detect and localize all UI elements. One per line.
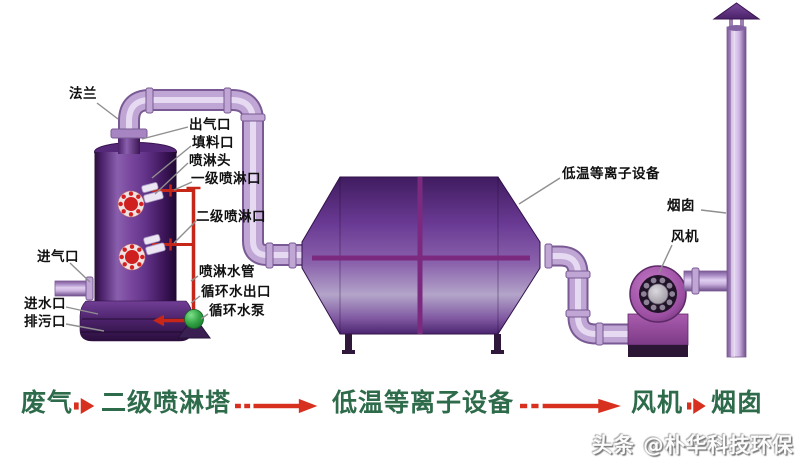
label-flange: 法兰 [69, 86, 97, 102]
spray-port-circle-1 [117, 190, 145, 218]
flow-step-fan: 风机 [631, 388, 684, 417]
fan-bearing-dots [640, 277, 676, 311]
label-water-inlet: 进水口 [24, 296, 66, 312]
label-packing-port: 填料口 [192, 135, 234, 151]
flow-arrow-icon [235, 398, 319, 414]
gas-inlet-pipe [54, 276, 94, 301]
spray-water-piping [152, 184, 201, 327]
label-stage1-spray-port: 一级喷淋口 [191, 171, 261, 187]
watermark-text: 头条 @朴华科技环保 [592, 433, 794, 457]
flow-step-chimney: 烟囱 [711, 388, 764, 417]
fan-blower [627, 265, 689, 357]
label-circ-water-outlet: 循环水出口 [201, 284, 271, 300]
flow-step-spray-tower: 二级喷淋塔 [101, 388, 232, 417]
label-circ-water-pump: 循环水泵 [209, 303, 265, 319]
flow-arrow-icon [74, 398, 100, 414]
label-gas-outlet: 出气口 [189, 117, 231, 133]
spray-port-circle-2 [118, 243, 146, 271]
flow-step-plasma: 低温等离子设备 [332, 388, 515, 417]
label-drain-port: 排污口 [24, 314, 66, 330]
label-fan: 风机 [671, 229, 699, 245]
label-plasma-device: 低温等离子设备 [562, 166, 660, 182]
label-spray-water-pipe: 喷淋水管 [199, 264, 255, 280]
plasma-vessel [301, 176, 541, 354]
label-chimney: 烟囱 [667, 198, 695, 214]
fan-outlet-pipe [683, 267, 733, 295]
flow-arrow-icon [520, 398, 623, 414]
spray-head-nozzles [141, 182, 166, 256]
circulating-pump [177, 309, 211, 339]
pointer-lines [65, 102, 727, 332]
chimney-stack [712, 2, 761, 358]
label-spray-head: 喷淋头 [189, 153, 231, 169]
plasma-to-fan-pipe [544, 243, 630, 346]
label-stage2-spray-port: 二级喷淋口 [196, 209, 266, 225]
flow-step-waste-gas: 废气 [21, 388, 74, 417]
spray-tower [79, 128, 193, 342]
label-gas-inlet: 进气口 [37, 249, 79, 265]
tower-outlet-pipe [118, 87, 303, 269]
flow-arrow-icon [687, 398, 711, 414]
